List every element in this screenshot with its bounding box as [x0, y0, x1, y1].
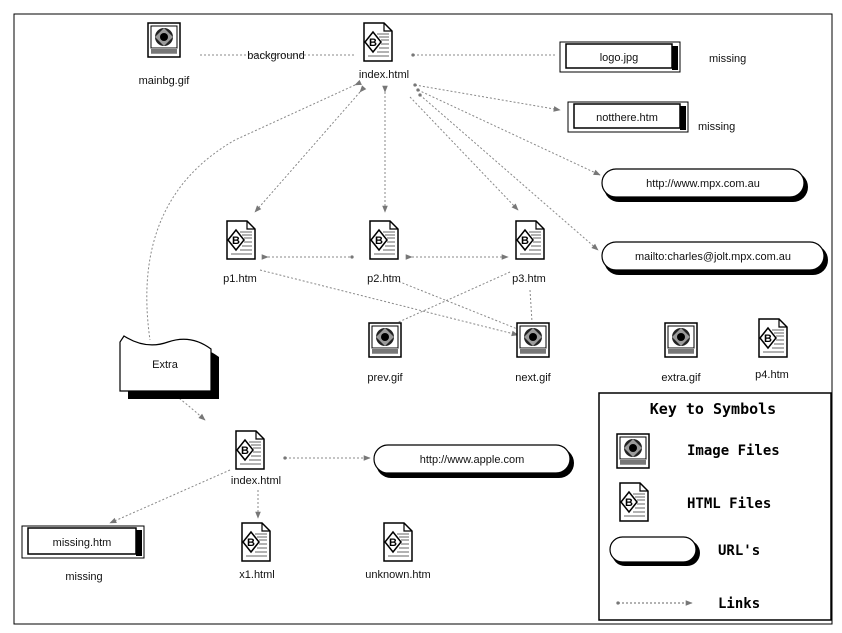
image-file-icon	[616, 433, 650, 469]
key-to-symbols: Key to Symbols Image Files HTML Files UR…	[598, 392, 832, 621]
link-index-mailto	[418, 93, 599, 251]
url-mpx[interactable]: http://www.mpx.com.au	[601, 168, 808, 202]
image-file-icon	[664, 322, 698, 358]
html-file-icon	[226, 220, 256, 260]
node-next-gif[interactable]: next.gif	[515, 322, 552, 384]
image-file-icon	[516, 322, 550, 358]
link-index-p3	[409, 96, 519, 211]
html-file-icon	[235, 430, 265, 470]
diagram-frame	[13, 13, 833, 625]
key-urls: URL's	[718, 543, 760, 559]
image-file-icon	[147, 22, 181, 58]
link-p3-prev	[391, 271, 511, 326]
node-x1-html[interactable]: x1.html	[239, 522, 275, 581]
node-label: x1.html	[239, 569, 274, 581]
node-p3-htm[interactable]: p3.htm	[512, 220, 546, 285]
link-index2-missing	[109, 469, 231, 524]
node-label: next.gif	[515, 372, 551, 384]
url-label: http://www.apple.com	[420, 454, 525, 466]
html-file-icon	[758, 318, 788, 358]
node-label: index.html	[359, 69, 409, 81]
node-label: unknown.htm	[365, 569, 430, 581]
node-label: prev.gif	[367, 372, 403, 384]
image-file-icon	[368, 322, 402, 358]
node-prev-gif[interactable]: prev.gif	[367, 322, 404, 384]
url-mailto[interactable]: mailto:charles@jolt.mpx.com.au	[601, 241, 828, 275]
link-p2-next	[394, 279, 521, 331]
html-file-icon	[241, 522, 271, 562]
html-file-icon	[515, 220, 545, 260]
link-extra-index-curve	[146, 139, 236, 341]
url-label: mailto:charles@jolt.mpx.com.au	[635, 251, 791, 263]
missing-label: missing	[65, 571, 102, 583]
html-file-icon	[363, 22, 393, 62]
html-file-icon	[383, 522, 413, 562]
missing-label: missing	[709, 53, 746, 65]
key-title: Key to Symbols	[650, 400, 776, 418]
node-p2-htm[interactable]: p2.htm	[367, 220, 401, 285]
node-p4-htm[interactable]: p4.htm	[755, 318, 789, 381]
node-label: extra.gif	[661, 372, 701, 384]
box-label: missing.htm	[53, 537, 112, 549]
folder-extra[interactable]: Extra	[119, 335, 219, 399]
node-index2-html[interactable]: index.html	[231, 430, 281, 487]
node-unknown-htm[interactable]: unknown.htm	[365, 522, 431, 581]
node-label: p3.htm	[512, 273, 546, 285]
key-links: Links	[718, 596, 760, 612]
link-index-extra	[234, 79, 362, 141]
link-index-p1	[254, 85, 367, 213]
link-lines	[109, 53, 601, 524]
link-index-notthere	[413, 83, 561, 112]
node-mainbg[interactable]: mainbg.gif	[139, 22, 191, 87]
missing-label: missing	[698, 121, 735, 133]
url-symbol	[609, 536, 700, 566]
node-notthere-htm[interactable]: notthere.htm	[567, 101, 689, 133]
key-image-files: Image Files	[687, 443, 780, 459]
node-label: p2.htm	[367, 273, 401, 285]
node-label: p1.htm	[223, 273, 257, 285]
box-label: logo.jpg	[600, 52, 639, 64]
node-extra-gif[interactable]: extra.gif	[661, 322, 702, 384]
node-index-html[interactable]: index.html	[359, 22, 409, 81]
box-label: notthere.htm	[596, 112, 658, 124]
background-link-label: background	[247, 50, 305, 62]
node-missing-htm[interactable]: missing.htm	[21, 525, 145, 559]
url-apple[interactable]: http://www.apple.com	[373, 444, 574, 478]
node-p1-htm[interactable]: p1.htm	[223, 220, 257, 285]
html-file-icon	[369, 220, 399, 260]
node-label: mainbg.gif	[139, 75, 191, 87]
node-label: p4.htm	[755, 369, 789, 381]
folder-label: Extra	[152, 359, 179, 371]
node-label: index.html	[231, 475, 281, 487]
node-logo-jpg[interactable]: logo.jpg	[559, 41, 681, 73]
link-p3-next	[529, 289, 533, 323]
key-html-files: HTML Files	[687, 496, 771, 512]
link-p1-next	[259, 269, 519, 337]
html-file-icon	[619, 482, 649, 522]
url-label: http://www.mpx.com.au	[646, 178, 760, 190]
